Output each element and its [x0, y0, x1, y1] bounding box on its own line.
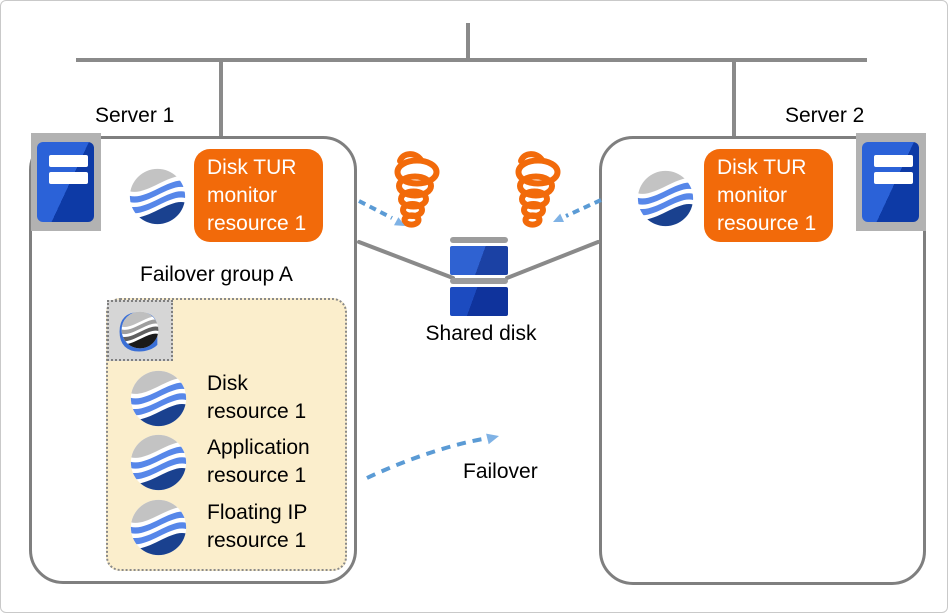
failover-arrow-icon: [366, 433, 499, 480]
monitor-arrow-right-icon: [553, 198, 602, 222]
resource-label: Disk resource 1: [207, 370, 306, 427]
shared-disk-connector-lines: [357, 240, 600, 280]
resource-label-line1: Application: [207, 436, 310, 459]
monitor-arrow-left-icon: [358, 199, 405, 226]
server-icon-slot: [49, 155, 88, 167]
resource-label-line1: Disk: [207, 372, 248, 395]
server2-tower-icon: [856, 133, 926, 231]
resource-label: Floating IP resource 1: [207, 499, 307, 556]
monitor-resource-label: Disk TUR monitor resource 1: [207, 156, 307, 235]
monitor-resource-label: Disk TUR monitor resource 1: [717, 156, 817, 235]
server1-disk-tur-monitor-box: Disk TUR monitor resource 1: [194, 149, 323, 242]
resource-row-disk: Disk resource 1: [130, 370, 306, 427]
resource-label-line1: Floating IP: [207, 501, 308, 524]
disk-unit: [450, 287, 508, 316]
network-uplink-stub: [466, 23, 470, 62]
server2-label: Server 2: [785, 104, 865, 127]
cluster-monitor-resource-icon: [129, 168, 186, 225]
cluster-resource-icon: [130, 370, 187, 427]
server1-label: Server 1: [95, 104, 175, 127]
shared-disk-label: Shared disk: [425, 322, 537, 345]
resource-row-floating-ip: Floating IP resource 1: [130, 499, 307, 556]
failover-group-icon: G: [107, 300, 173, 363]
server-icon-slot: [49, 172, 88, 184]
shared-disk-icon: [450, 237, 508, 316]
server2-network-drop-line: [732, 60, 736, 138]
server1-network-drop-line: [219, 60, 223, 138]
failover-group-title: Failover group A: [140, 263, 293, 286]
resource-label-line2: resource 1: [207, 464, 307, 487]
server-icon-slot: [874, 155, 913, 167]
failover-label: Failover: [463, 460, 538, 483]
resource-row-application: Application resource 1: [130, 434, 310, 491]
disk-middle-cap: [450, 278, 508, 284]
resource-label-line2: resource 1: [207, 529, 307, 552]
cluster-resource-icon: [130, 499, 187, 556]
disk-unit: [450, 246, 508, 275]
server2-disk-tur-monitor-box: Disk TUR monitor resource 1: [704, 149, 833, 242]
server-icon-body: [862, 142, 919, 222]
resource-label-line2: resource 1: [207, 400, 307, 423]
network-trunk-line: [76, 58, 867, 62]
server1-tower-icon: [31, 133, 101, 231]
server-icon-slot: [874, 172, 913, 184]
group-g-glyph: G: [117, 300, 161, 363]
server-icon-body: [37, 142, 94, 222]
cluster-resource-icon: [130, 434, 187, 491]
cluster-monitor-resource-icon: [637, 170, 694, 227]
resource-label: Application resource 1: [207, 434, 310, 491]
disk-top-cap: [450, 237, 508, 243]
